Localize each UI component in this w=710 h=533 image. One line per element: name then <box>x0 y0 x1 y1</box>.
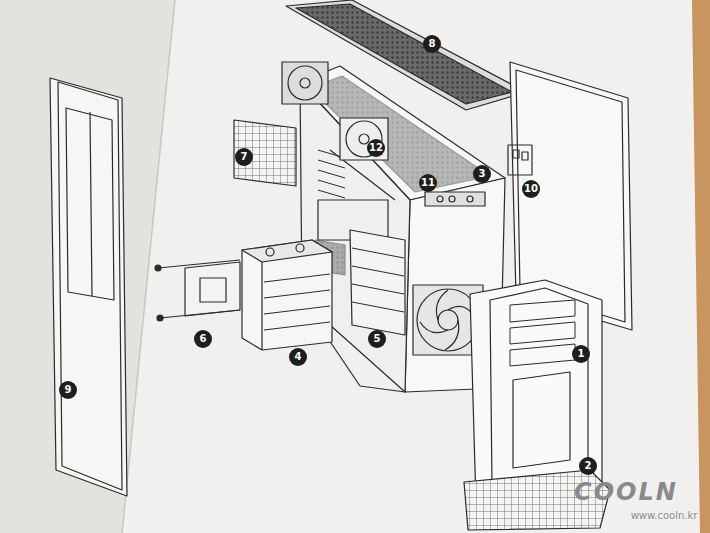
callout-number: 5 <box>368 330 386 348</box>
callout-number: 3 <box>473 165 491 183</box>
callout-number: 7 <box>235 148 253 166</box>
callout-number: 8 <box>423 35 441 53</box>
callout-number: 6 <box>194 330 212 348</box>
callout-number: 1 <box>572 345 590 363</box>
watermark: COOLN <box>574 478 678 506</box>
callout-number: 4 <box>289 348 307 366</box>
callout-number: 10 <box>522 180 540 198</box>
callout-number: 12 <box>367 139 385 157</box>
watermark: www.cooln.kr <box>631 510 698 521</box>
callout-number: 2 <box>579 457 597 475</box>
callout-number: 11 <box>419 174 437 192</box>
callout-number: 9 <box>59 381 77 399</box>
